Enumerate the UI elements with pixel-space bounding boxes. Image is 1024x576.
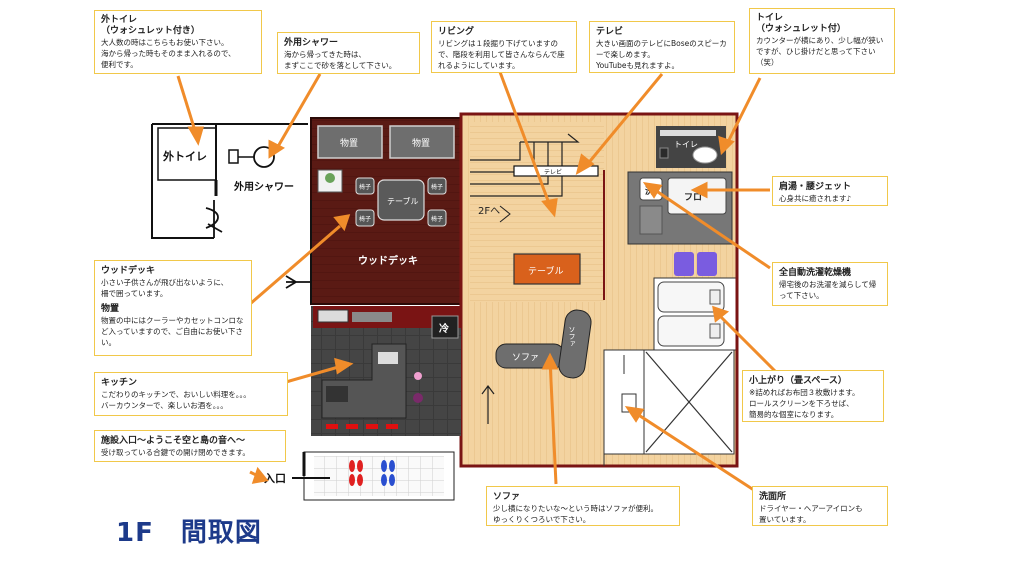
callout-title: 物置 xyxy=(101,304,120,314)
storage-label: 物置 xyxy=(412,137,430,149)
outdoor-area: 外トイレ 外用シャワー xyxy=(151,123,308,239)
slippers-icon xyxy=(349,460,395,486)
callout-washroom: 洗面所 ドライヤー・ヘアーアイロンも 置いています。 xyxy=(752,486,888,526)
callout-body: 海から帰ってきた時は、 まずここで砂を落として下さい。 xyxy=(284,50,397,70)
callout-title: 肩湯・腰ジェット xyxy=(779,182,852,192)
cushion xyxy=(697,252,717,276)
callout-body: 大人数の時はこちらもお使い下さい。 海から帰った時もそのまま入れるので、 便利で… xyxy=(101,38,236,69)
house: 2Fへ テレビ テーブル トイレ フロ 洗 xyxy=(459,112,739,468)
callout-body: ※詰めればお布団３枚敷けます。 ロールスクリーンを下ろせば、 簡易的な個室になり… xyxy=(749,388,860,419)
fridge-label: 冷 xyxy=(439,322,449,335)
living-table-label: テーブル xyxy=(528,265,563,277)
callout-title: ウッドデッキ xyxy=(101,266,156,276)
tv xyxy=(513,165,599,177)
tv-label: テレビ xyxy=(544,168,562,176)
callout-body: 物置の中にはクーラーやカセットコンロなど入っていますので、ご自由にお使い下さい。 xyxy=(101,316,244,347)
callout-body: こだわりのキッチンで、おいしい料理を。。。 バーカウンターで、楽しいお酒を。。。 xyxy=(101,390,251,410)
callout-body: カウンターが横にあり、少し幅が狭いですが、ひじ掛けだと思って下さい（笑） xyxy=(756,36,884,67)
deck-exit-arrow-icon xyxy=(285,275,312,289)
cushion xyxy=(674,252,694,276)
stairs: 2Fへ xyxy=(470,133,580,223)
storage-box xyxy=(317,125,383,159)
callout-title: キッチン xyxy=(101,378,138,388)
callout-title: 施設入口～ようこそ空と島の音へ～ xyxy=(101,436,246,446)
stairs-label: 2Fへ xyxy=(478,206,500,217)
callout-raised-space: 小上がり（畳スペース） ※詰めればお布団３枚敷けます。 ロールスクリーンを下ろせ… xyxy=(742,370,884,422)
callout-sofa: ソファ 少し横になりたいな～という時はソファが便利。 ゆっくりくつろいで下さい。 xyxy=(486,486,680,526)
callout-body: 心身共に癒されます♪ xyxy=(779,194,852,203)
sofa xyxy=(558,309,592,379)
fridge xyxy=(431,315,459,339)
callout-outdoor-shower: 外用シャワー 海から帰ってきた時は、 まずここで砂を落として下さい。 xyxy=(277,32,420,74)
storage-box xyxy=(389,125,455,159)
svg-text:椅子: 椅子 xyxy=(359,215,371,223)
outdoor-toilet-label: 外トイレ xyxy=(162,149,207,163)
svg-text:椅子: 椅子 xyxy=(359,183,371,191)
callout-body: 大きい画面のテレビにBoseのスピーカーで楽しめます。 YouTubeも見れます… xyxy=(596,39,727,70)
bathtub xyxy=(667,177,727,215)
callout-body: 受け取っている合鍵での開け閉めできます。 xyxy=(101,448,250,457)
storage-label: 物置 xyxy=(340,137,358,149)
callout-bath: 肩湯・腰ジェット 心身共に癒されます♪ xyxy=(772,176,888,206)
callout-title: 外トイレ （ウォシュレット付き） xyxy=(101,15,200,36)
deck-chairs: 椅子 椅子 椅子 椅子 xyxy=(355,177,447,227)
callout-title: テレビ xyxy=(596,27,624,37)
callout-body: 帰宅後のお洗濯を減らして帰って下さい。 xyxy=(779,280,877,300)
deck-table xyxy=(377,179,425,221)
callout-title: 小上がり（畳スペース） xyxy=(749,376,847,386)
callout-entrance: 施設入口～ようこそ空と島の音へ～ 受け取っている合鍵での開け閉めできます。 xyxy=(94,430,286,462)
living-table xyxy=(513,253,581,285)
callout-living: リビング リビングは１段掘り下げていますので、階段を利用して皆さんならんで座れる… xyxy=(431,21,577,73)
callout-wood-deck-storage: ウッドデッキ 小さい子供さんが飛び出ないように、 柵で囲っています。 物置 物置… xyxy=(94,260,252,356)
deck-table-label: テーブル xyxy=(387,196,419,206)
sofa-arrow-icon xyxy=(481,385,495,424)
callout-outdoor-toilet: 外トイレ （ウォシュレット付き） 大人数の時はこちらもお使い下さい。 海から帰っ… xyxy=(94,10,262,74)
toilet-label: トイレ xyxy=(674,140,698,149)
arrow-icon xyxy=(176,71,780,496)
bath-label: フロ xyxy=(684,193,702,203)
outdoor-shower-label: 外用シャワー xyxy=(233,180,294,193)
callout-title: 外用シャワー xyxy=(284,38,339,48)
callout-toilet: トイレ （ウォシュレット付） カウンターが横にあり、少し幅が狭いですが、ひじ掛け… xyxy=(749,8,895,74)
svg-text:椅子: 椅子 xyxy=(431,183,443,191)
entrance-label: 入口 xyxy=(264,472,286,485)
svg-text:ソファ: ソファ xyxy=(568,326,576,347)
kitchen-area: 冷 xyxy=(311,306,461,436)
entrance-area: 入口 xyxy=(264,451,455,501)
futon xyxy=(657,315,725,347)
callout-title: 全自動洗濯乾燥機 xyxy=(779,268,852,278)
page-title: 1F 間取図 xyxy=(116,518,262,548)
wood-deck-area: 物置 物置 椅子 椅子 椅子 椅子 テーブル ウッドデッキ xyxy=(285,117,462,305)
callout-body: 少し横になりたいな～という時はソファが便利。 ゆっくりくつろいで下さい。 xyxy=(493,504,658,524)
callout-tv: テレビ 大きい画面のテレビにBoseのスピーカーで楽しめます。 YouTubeも… xyxy=(589,21,735,73)
callout-body: ドライヤー・ヘアーアイロンも 置いています。 xyxy=(759,504,863,524)
callout-title: ソファ xyxy=(493,492,521,502)
gate-icon xyxy=(205,200,219,238)
callout-washer: 全自動洗濯乾燥機 帰宅後のお洗濯を減らして帰って下さい。 xyxy=(772,262,888,306)
svg-text:椅子: 椅子 xyxy=(431,215,443,223)
svg-text:ソファ: ソファ xyxy=(512,353,539,363)
callout-body: リビングは１段掘り下げていますので、階段を利用して皆さんならんで座れるようにして… xyxy=(438,39,565,70)
callout-title: リビング xyxy=(438,27,475,37)
callout-kitchen: キッチン こだわりのキッチンで、おいしい料理を。。。 バーカウンターで、楽しいお… xyxy=(94,372,288,416)
callout-body: 小さい子供さんが飛び出ないように、 柵で囲っています。 xyxy=(101,278,229,298)
toilet-icon xyxy=(692,146,718,164)
callout-title: トイレ （ウォシュレット付） xyxy=(756,13,846,34)
futon xyxy=(657,281,725,313)
callout-title: 洗面所 xyxy=(759,492,787,502)
wood-deck-label: ウッドデッキ xyxy=(358,254,418,267)
